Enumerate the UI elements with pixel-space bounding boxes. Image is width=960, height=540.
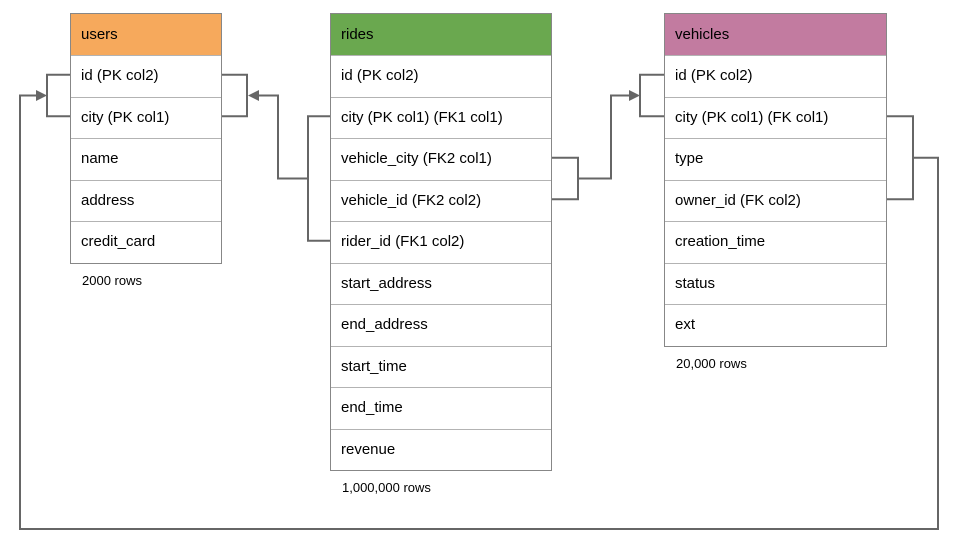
column-cell: rider_id (FK1 col2) bbox=[331, 221, 551, 263]
column-cell: start_time bbox=[331, 345, 551, 387]
table-vehicles: vehicles id (PK col2) city (PK col1) (FK… bbox=[664, 13, 887, 371]
column-cell: revenue bbox=[331, 428, 551, 470]
table-vehicles-header: vehicles bbox=[665, 14, 886, 55]
table-rides-box: rides id (PK col2) city (PK col1) (FK1 c… bbox=[330, 13, 552, 471]
column-cell: end_address bbox=[331, 304, 551, 346]
arrowhead-left-icon bbox=[248, 90, 259, 101]
column-cell: credit_card bbox=[71, 221, 221, 263]
column-cell: vehicle_city (FK2 col1) bbox=[331, 138, 551, 180]
column-cell: id (PK col2) bbox=[71, 55, 221, 97]
column-cell: address bbox=[71, 179, 221, 221]
column-cell: id (PK col2) bbox=[665, 55, 886, 97]
column-cell: end_time bbox=[331, 387, 551, 429]
column-cell: city (PK col1) bbox=[71, 96, 221, 138]
column-cell: name bbox=[71, 138, 221, 180]
table-users-box: users id (PK col2) city (PK col1) name a… bbox=[70, 13, 222, 264]
column-cell: start_address bbox=[331, 262, 551, 304]
column-cell: type bbox=[665, 138, 886, 180]
row-count-label: 2000 rows bbox=[82, 272, 142, 288]
column-cell: ext bbox=[665, 304, 886, 346]
column-cell: vehicle_id (FK2 col2) bbox=[331, 179, 551, 221]
arrowhead-right-icon bbox=[629, 90, 640, 101]
fk2-connector-rides-vehicles bbox=[552, 73, 664, 201]
table-rides: rides id (PK col2) city (PK col1) (FK1 c… bbox=[330, 13, 552, 495]
row-count-label: 20,000 rows bbox=[676, 355, 747, 371]
arrowhead-right-icon bbox=[36, 90, 47, 101]
column-cell: city (PK col1) (FK1 col1) bbox=[331, 96, 551, 138]
table-rides-header: rides bbox=[331, 14, 551, 55]
table-users: users id (PK col2) city (PK col1) name a… bbox=[70, 13, 222, 288]
fk1-connector-rides-users bbox=[220, 73, 330, 242]
column-cell: creation_time bbox=[665, 221, 886, 263]
row-count-label: 1,000,000 rows bbox=[342, 480, 431, 495]
table-users-header: users bbox=[71, 14, 221, 55]
column-cell: id (PK col2) bbox=[331, 55, 551, 97]
column-cell: owner_id (FK col2) bbox=[665, 179, 886, 221]
column-cell: status bbox=[665, 262, 886, 304]
table-vehicles-box: vehicles id (PK col2) city (PK col1) (FK… bbox=[664, 13, 887, 347]
column-cell: city (PK col1) (FK col1) bbox=[665, 96, 886, 138]
